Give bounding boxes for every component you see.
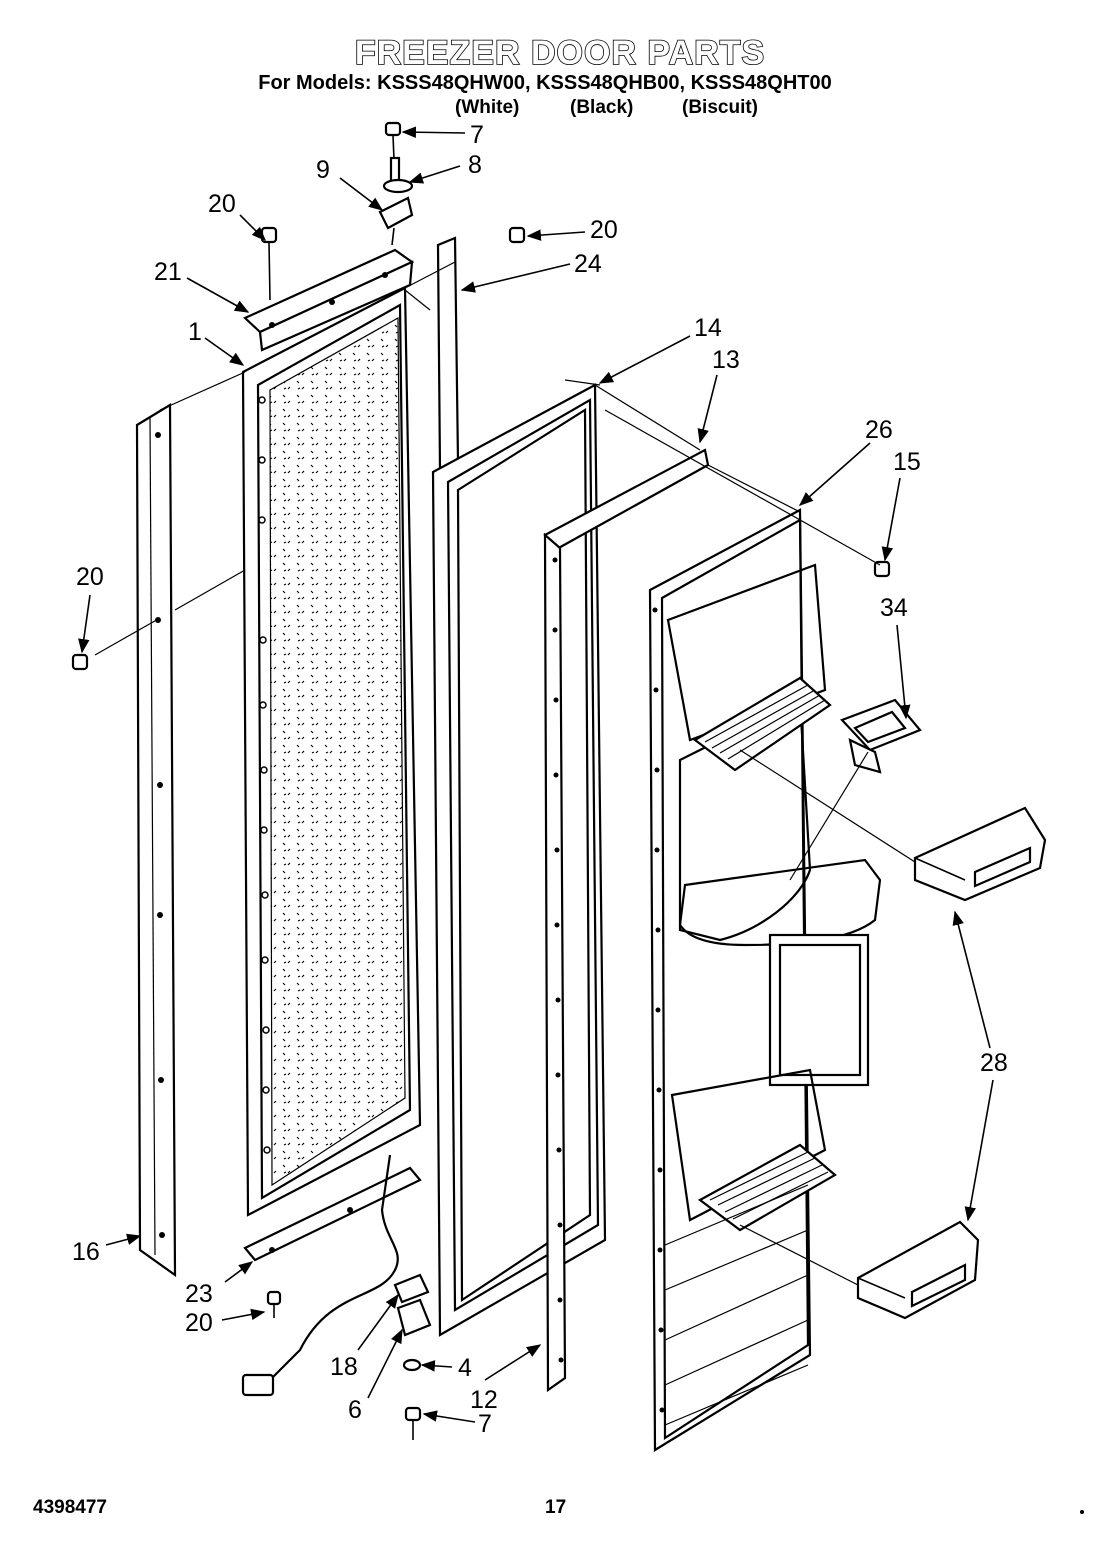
callout-20-bottom: 20 xyxy=(185,1309,213,1337)
callout-9: 9 xyxy=(316,156,330,184)
callout-14: 14 xyxy=(694,314,722,342)
part-7-8-9-top-hinge xyxy=(378,121,414,246)
door-liner xyxy=(648,508,882,1452)
page-number: 17 xyxy=(545,1497,567,1518)
part-12-13-liner-strip xyxy=(543,448,710,1393)
callout-8: 8 xyxy=(468,151,482,179)
wire-harness xyxy=(241,1154,399,1397)
callout-15: 15 xyxy=(893,448,921,476)
corner-mark xyxy=(1080,1510,1084,1514)
callout-28: 28 xyxy=(980,1049,1008,1077)
liner-slats xyxy=(664,1184,809,1426)
part-20-screws xyxy=(71,226,891,1318)
callout-23: 23 xyxy=(185,1280,213,1308)
part-34-chute xyxy=(840,698,922,774)
variant-black: (Black) xyxy=(570,97,634,118)
part-18-6-lower-hinge xyxy=(393,1273,432,1440)
part-28-bin-lower xyxy=(856,1220,980,1320)
part-23-bottom-bracket xyxy=(243,1166,422,1262)
part-24-strip xyxy=(436,236,460,472)
callout-20-top-right: 20 xyxy=(590,216,618,244)
callout-7-bottom: 7 xyxy=(478,1410,492,1438)
liner-shelf-upper xyxy=(693,676,832,772)
variant-biscuit: (Biscuit) xyxy=(682,97,758,118)
document-number: 4398477 xyxy=(33,1497,107,1518)
callout-16: 16 xyxy=(72,1238,100,1266)
callout-26: 26 xyxy=(865,416,893,444)
callout-20-top-left: 20 xyxy=(208,190,236,218)
callout-12: 12 xyxy=(470,1386,498,1414)
callout-21: 21 xyxy=(154,258,182,286)
models-line: For Models: KSSS48QHW00, KSSS48QHB00, KS… xyxy=(258,72,832,94)
variant-white: (White) xyxy=(455,97,520,118)
callout-20-left: 20 xyxy=(76,563,104,591)
assembly-lines xyxy=(94,261,916,1286)
callout-4: 4 xyxy=(458,1354,472,1382)
page-title: FREEZER DOOR PARTS xyxy=(354,33,766,73)
callout-1: 1 xyxy=(188,318,202,346)
callout-13: 13 xyxy=(712,346,740,374)
callout-7: 7 xyxy=(470,121,484,149)
part-1-door-panel xyxy=(241,286,422,1217)
part-16-hinge-strip xyxy=(135,403,177,1278)
callouts: 7 8 9 20 20 21 24 1 14 13 26 15 20 34 28… xyxy=(72,121,1008,1438)
part-28-bin-upper xyxy=(913,806,1047,902)
callout-6: 6 xyxy=(348,1396,362,1424)
liner-shelf-lower xyxy=(697,1143,837,1232)
callout-34: 34 xyxy=(880,594,908,622)
callout-24: 24 xyxy=(574,250,602,278)
callout-18: 18 xyxy=(330,1353,358,1381)
